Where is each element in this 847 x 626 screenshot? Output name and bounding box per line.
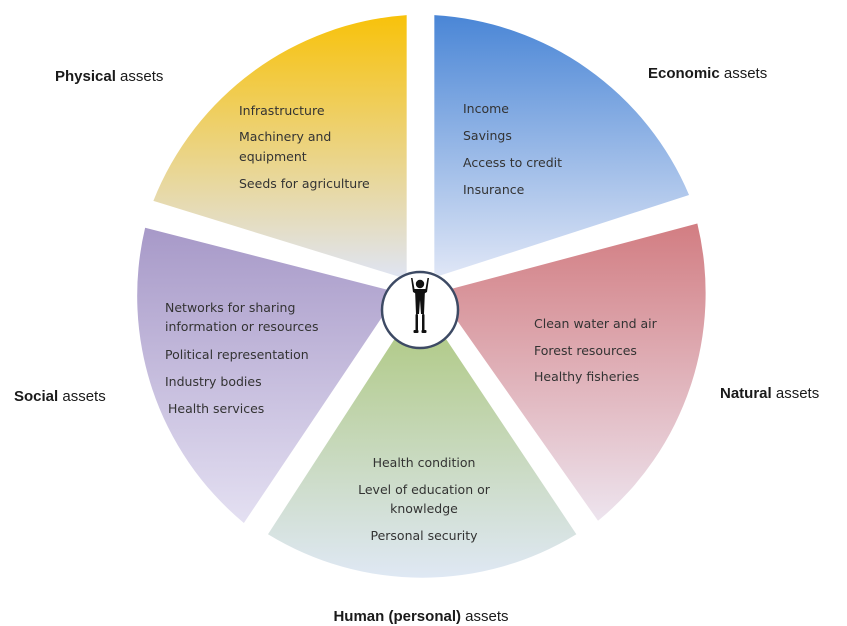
natural-item: Clean water and air (534, 316, 658, 331)
human-segment (268, 303, 577, 578)
physical-assets-title: Physical assets (55, 68, 163, 85)
natural-item: Forest resources (534, 343, 637, 358)
center-circle (380, 270, 460, 350)
natural-item: Healthy fisheries (534, 369, 639, 384)
human-item: Personal security (370, 528, 478, 543)
economic-item: Access to credit (463, 155, 562, 170)
human-assets-title: Human (personal) assets (333, 608, 508, 625)
person-arms-raised-icon (411, 278, 429, 333)
human-item: Level of education or (358, 482, 491, 497)
economic-item: Income (463, 101, 509, 116)
physical-item: equipment (239, 149, 307, 164)
human-item: knowledge (390, 501, 458, 516)
economic-assets-title: Economic assets (648, 65, 767, 82)
human-item: Health condition (373, 455, 476, 470)
economic-item: Savings (463, 128, 512, 143)
natural-assets-title: Natural assets (720, 385, 819, 402)
natural-segment (440, 223, 706, 521)
social-segment (137, 227, 400, 523)
social-item: Networks for sharing (165, 300, 295, 315)
social-item: Political representation (165, 347, 309, 362)
physical-item: Infrastructure (239, 103, 325, 118)
economic-segment (434, 15, 690, 276)
social-item: Industry bodies (165, 374, 262, 389)
physical-segment (153, 15, 407, 278)
economic-item: Insurance (463, 182, 525, 197)
social-item: Health services (168, 401, 264, 416)
physical-item: Seeds for agriculture (239, 176, 370, 191)
physical-item: Machinery and (239, 129, 331, 144)
social-item: information or resources (165, 319, 318, 334)
social-assets-title: Social assets (14, 388, 106, 405)
